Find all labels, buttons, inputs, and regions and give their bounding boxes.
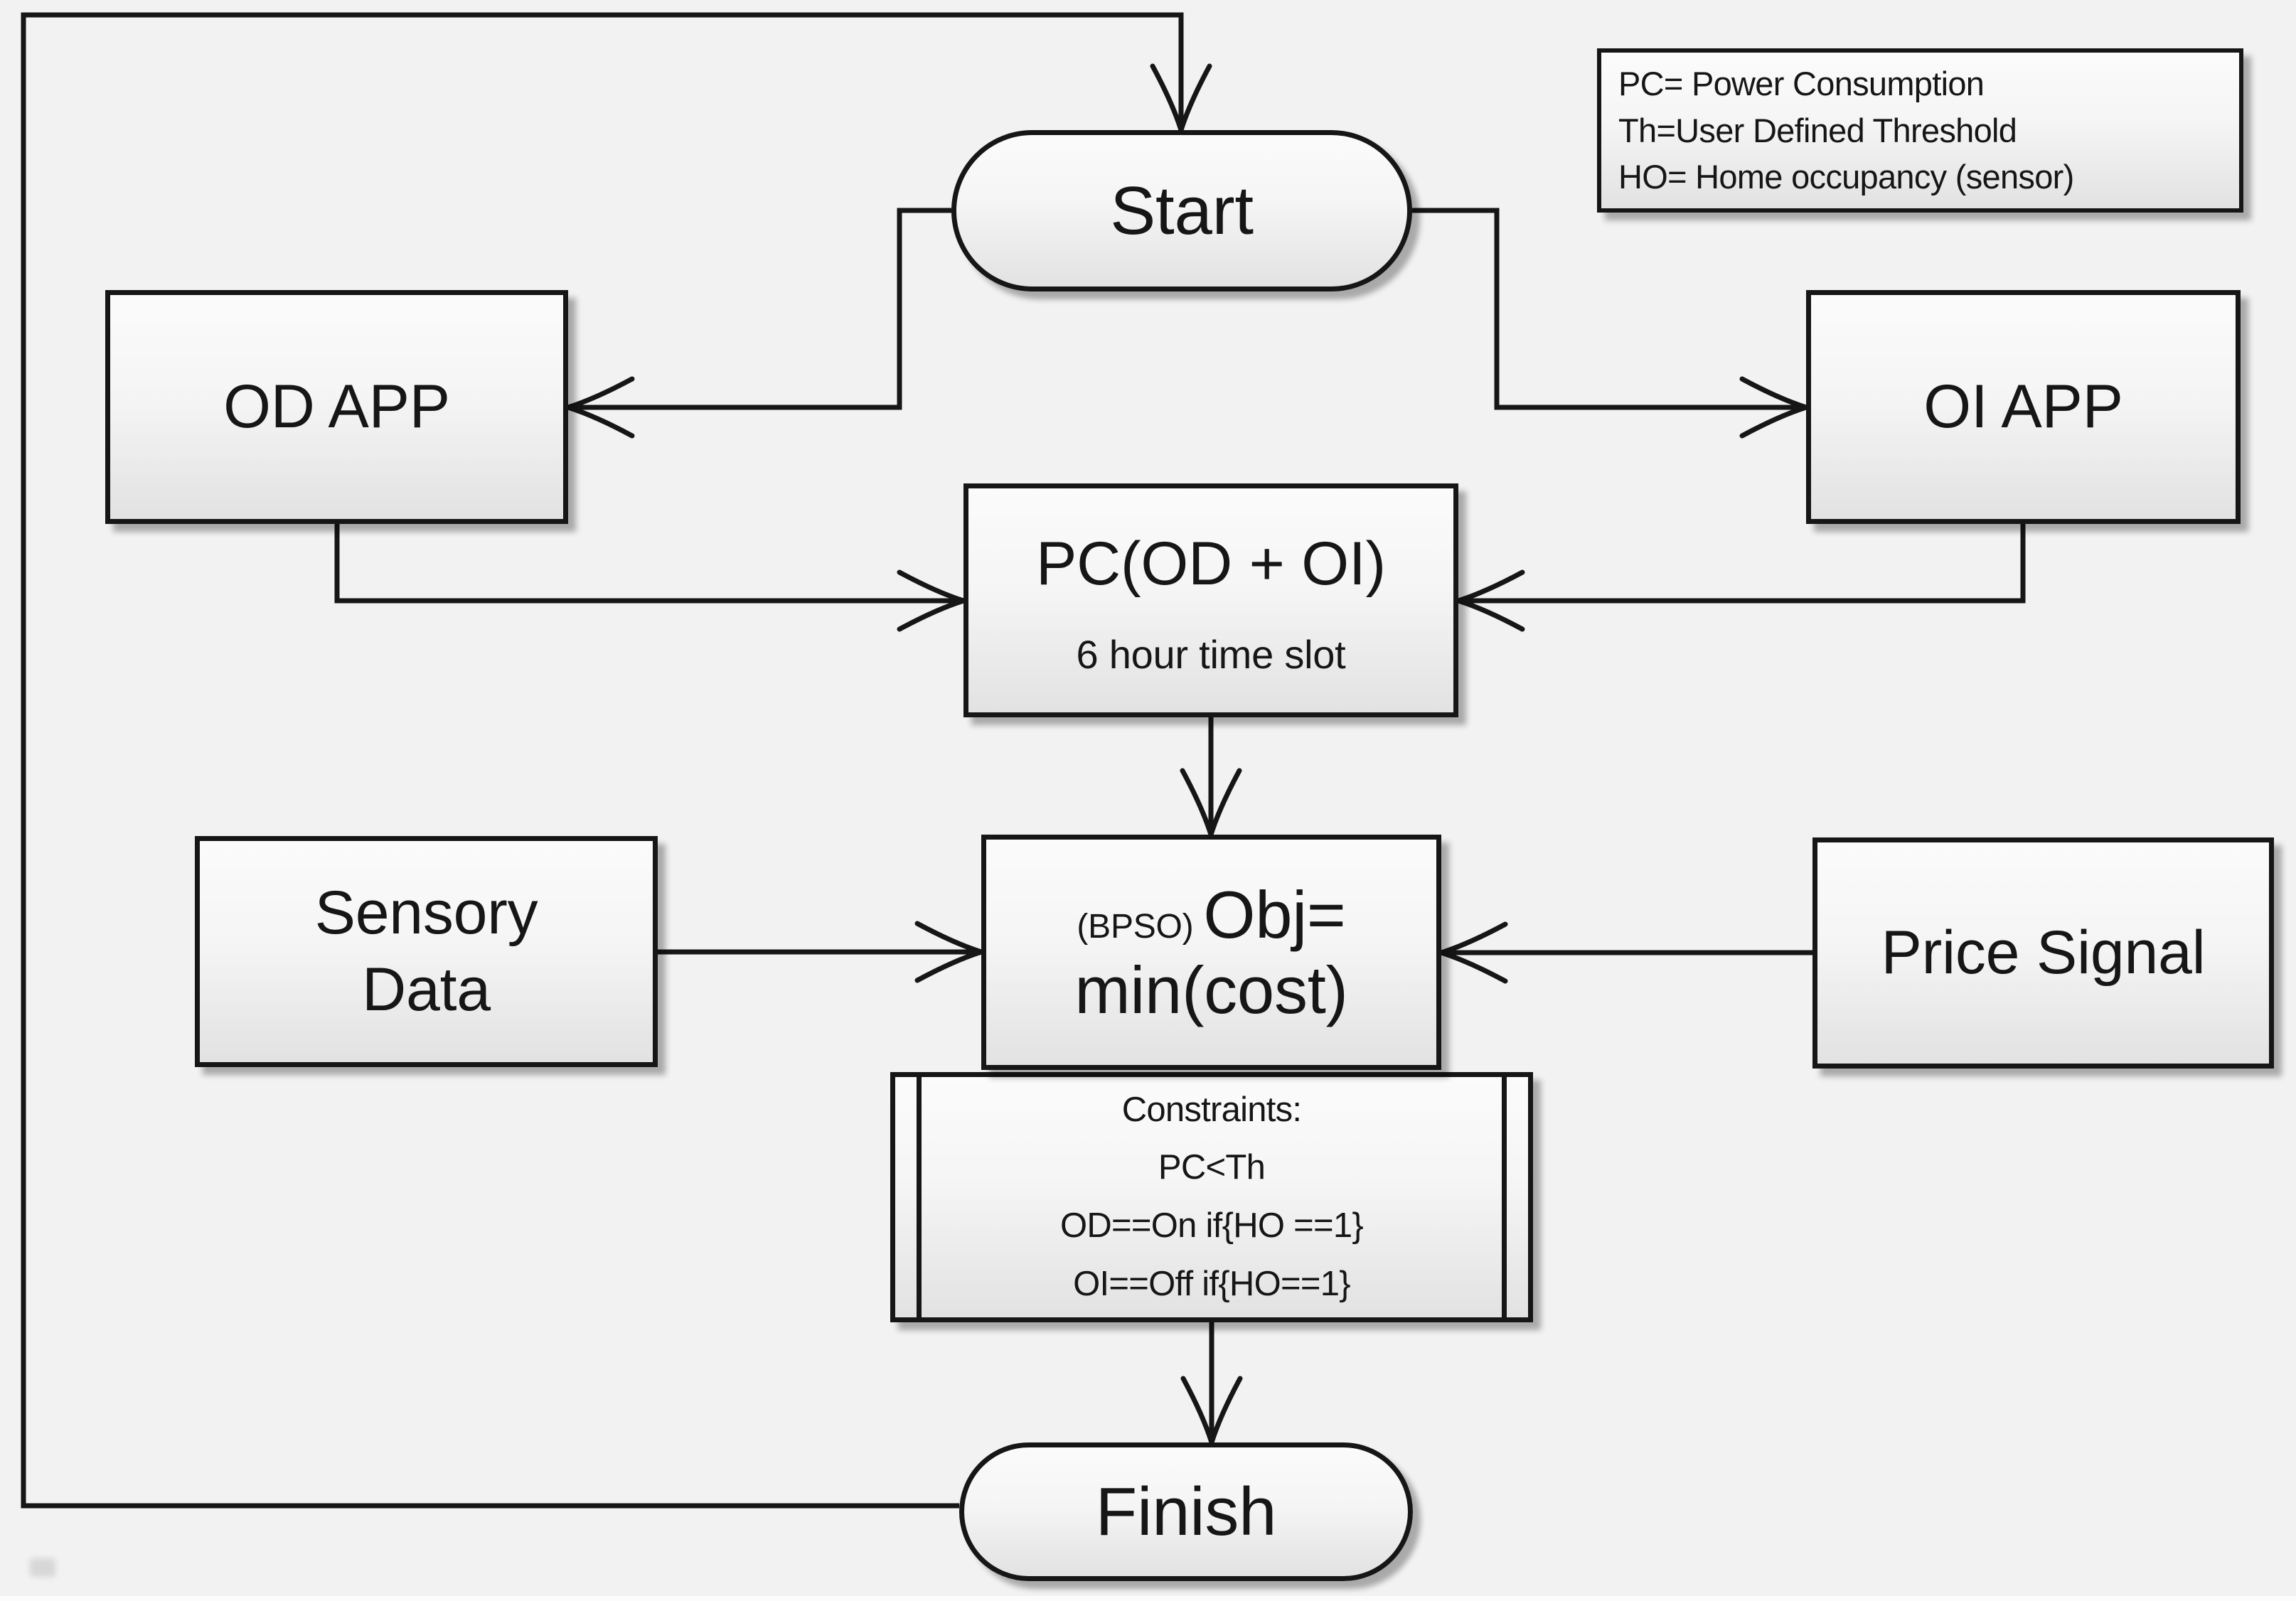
- od-app-label: OD APP: [223, 372, 450, 441]
- constraints-heading: Constraints:: [1121, 1090, 1302, 1129]
- faint-mark: [30, 1558, 55, 1577]
- node-sensory-data: Sensory Data: [195, 836, 658, 1067]
- start-label: Start: [1110, 172, 1254, 249]
- arrowhead-into-pc-right: [1456, 569, 1525, 632]
- constraint-rule-oi: OI==Off if{HO==1}: [1073, 1264, 1350, 1303]
- arrowhead-into-bpso-top: [1180, 768, 1242, 837]
- arrowhead-into-start: [1150, 63, 1212, 133]
- bpso-min-cost: min(cost): [1074, 952, 1348, 1027]
- node-price-signal: Price Signal: [1812, 837, 2274, 1069]
- edge-start-to-od-app: [568, 208, 951, 410]
- constraint-rule-od: OD==On if{HO ==1}: [1059, 1206, 1364, 1245]
- predefined-process-bar-left: [917, 1077, 922, 1317]
- legend-line-ho: HO= Home occupancy (sensor): [1618, 158, 2074, 196]
- arrowhead-into-od-app: [565, 376, 635, 439]
- node-oi-app: OI APP: [1806, 290, 2241, 524]
- node-bpso-objective: (BPSO) Obj= min(cost): [981, 835, 1441, 1070]
- edge-oi-app-to-pc: [1458, 524, 2026, 604]
- pc-subtitle: 6 hour time slot: [1076, 632, 1346, 678]
- oi-app-label: OI APP: [1923, 372, 2123, 441]
- constraint-rule-pc: PC<Th: [1158, 1148, 1266, 1187]
- edge-start-to-oi-app: [1412, 208, 1806, 410]
- sensory-label-line2: Data: [362, 955, 491, 1024]
- arrowhead-into-pc-left: [897, 569, 966, 632]
- finish-label: Finish: [1095, 1473, 1277, 1550]
- node-constraints: Constraints: PC<Th OD==On if{HO ==1} OI=…: [890, 1072, 1533, 1322]
- node-finish: Finish: [959, 1442, 1413, 1581]
- node-start: Start: [951, 130, 1412, 291]
- pc-title: PC(OD + OI): [1036, 529, 1386, 598]
- arrowhead-into-finish: [1180, 1376, 1243, 1445]
- scan-edge-strip: [0, 1596, 2296, 1601]
- arrowhead-into-bpso-right: [1438, 921, 1508, 984]
- edge-finish-loop-to-start: [21, 12, 1184, 1509]
- bpso-obj: Obj=: [1203, 877, 1346, 953]
- legend-line-th: Th=User Defined Threshold: [1618, 111, 2017, 149]
- arrowhead-into-oi-app: [1739, 376, 1809, 439]
- sensory-label-line1: Sensory: [314, 879, 538, 947]
- bpso-prefix: (BPSO): [1077, 908, 1194, 946]
- node-pc: PC(OD + OI) 6 hour time slot: [963, 483, 1458, 717]
- node-od-app: OD APP: [105, 290, 568, 524]
- predefined-process-bar-right: [1502, 1077, 1507, 1317]
- edge-od-app-to-pc: [334, 524, 963, 604]
- price-signal-label: Price Signal: [1881, 918, 2206, 987]
- arrowhead-into-bpso-left: [914, 921, 984, 983]
- legend-box: PC= Power Consumption Th=User Defined Th…: [1597, 48, 2243, 213]
- legend-line-pc: PC= Power Consumption: [1618, 64, 1985, 102]
